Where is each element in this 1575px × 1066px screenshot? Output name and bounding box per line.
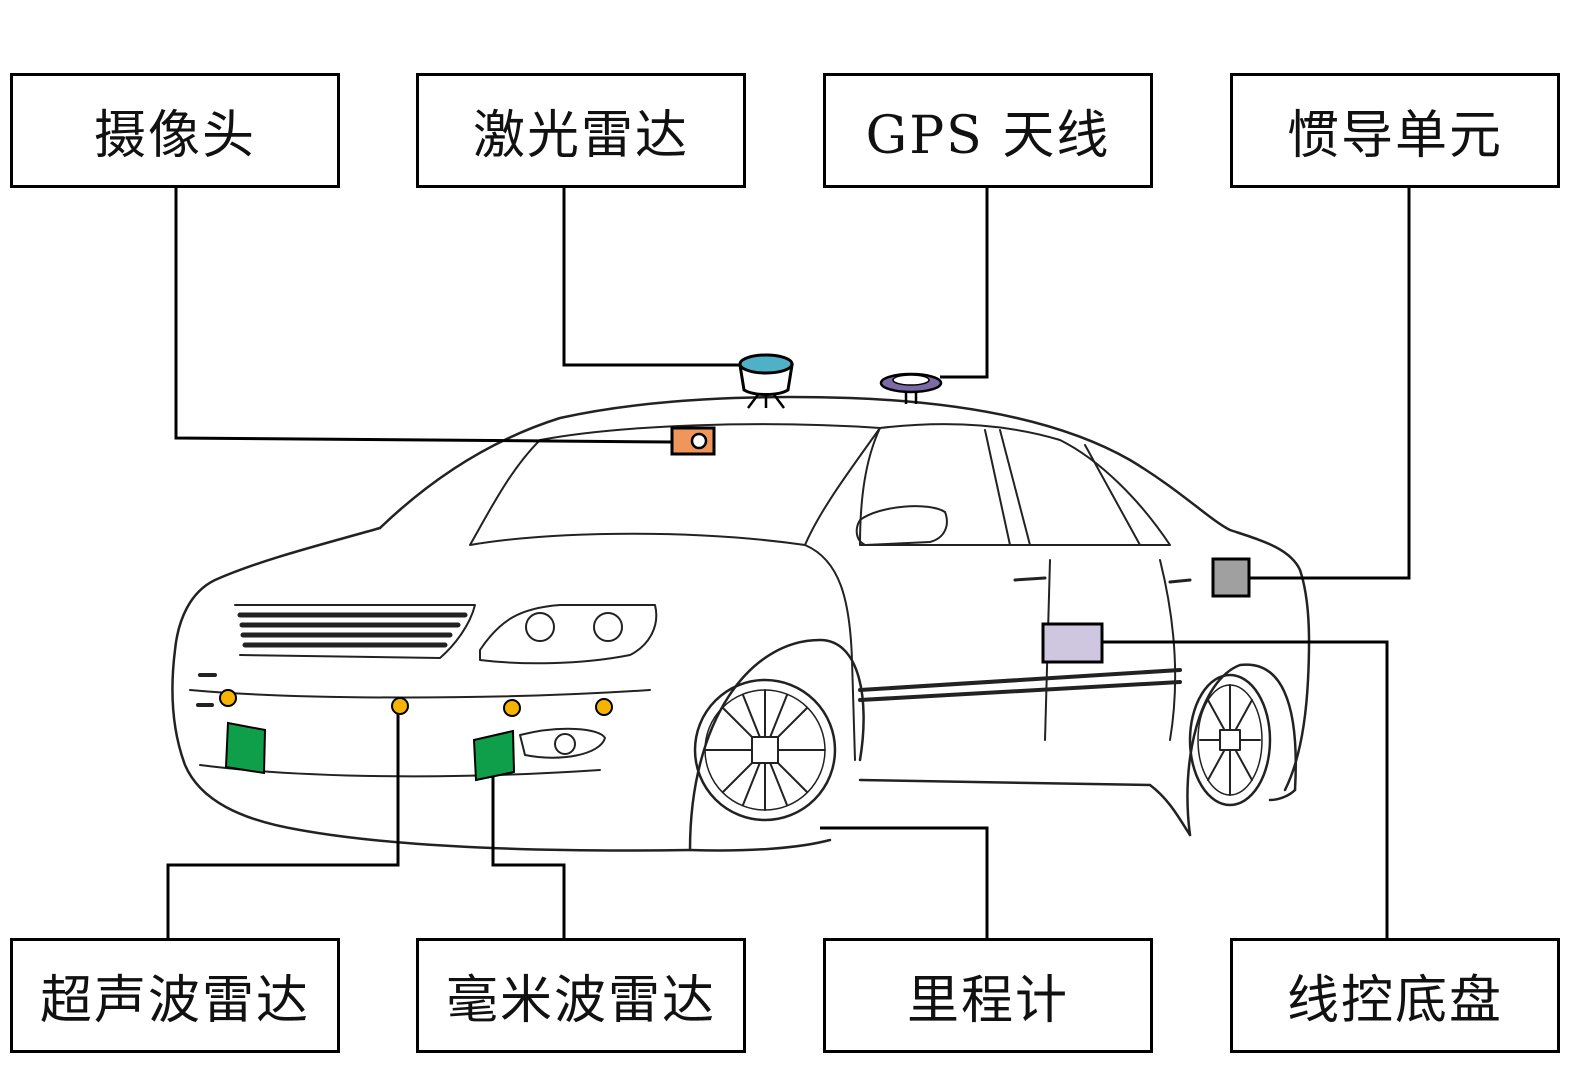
label-odometer: 里程计 — [823, 938, 1153, 1053]
label-imu: 惯导单元 — [1230, 73, 1560, 188]
mmwave-sensor-center — [472, 729, 516, 782]
imu-sensor-icon — [1211, 557, 1251, 598]
ultrasonic-sensor-2 — [391, 697, 409, 715]
label-camera: 摄像头 — [10, 73, 340, 188]
leader-lidar — [562, 186, 745, 367]
leader-lines — [166, 186, 1411, 938]
leader-chassis — [1102, 640, 1389, 938]
mmwave-sensor-left — [224, 721, 267, 775]
label-mmwave-radar: 毫米波雷达 — [416, 938, 746, 1053]
mmwave-radar-icons — [224, 721, 516, 782]
leader-camera — [174, 186, 673, 444]
leader-imu — [1249, 186, 1411, 580]
leader-gps — [940, 186, 989, 379]
gps-antenna-icon — [879, 372, 943, 404]
label-lidar: 激光雷达 — [416, 73, 746, 188]
leader-odometer — [820, 826, 989, 938]
chassis-controller-icon — [1041, 622, 1104, 664]
ultrasonic-sensor-1 — [219, 689, 237, 707]
ultrasonic-sensor-4 — [595, 698, 613, 716]
label-gps-antenna: GPS 天线 — [823, 73, 1153, 188]
label-drive-by-wire-chassis: 线控底盘 — [1230, 938, 1560, 1053]
leader-ultrasonic — [166, 708, 400, 938]
ultrasonic-radar-icons — [219, 689, 613, 717]
lidar-sensor-icon — [738, 353, 794, 409]
label-ultrasonic-radar: 超声波雷达 — [10, 938, 340, 1053]
ultrasonic-sensor-3 — [503, 699, 521, 717]
leader-mmwave — [491, 760, 566, 938]
car-illustration — [171, 395, 1311, 852]
camera-sensor-icon — [670, 426, 716, 456]
